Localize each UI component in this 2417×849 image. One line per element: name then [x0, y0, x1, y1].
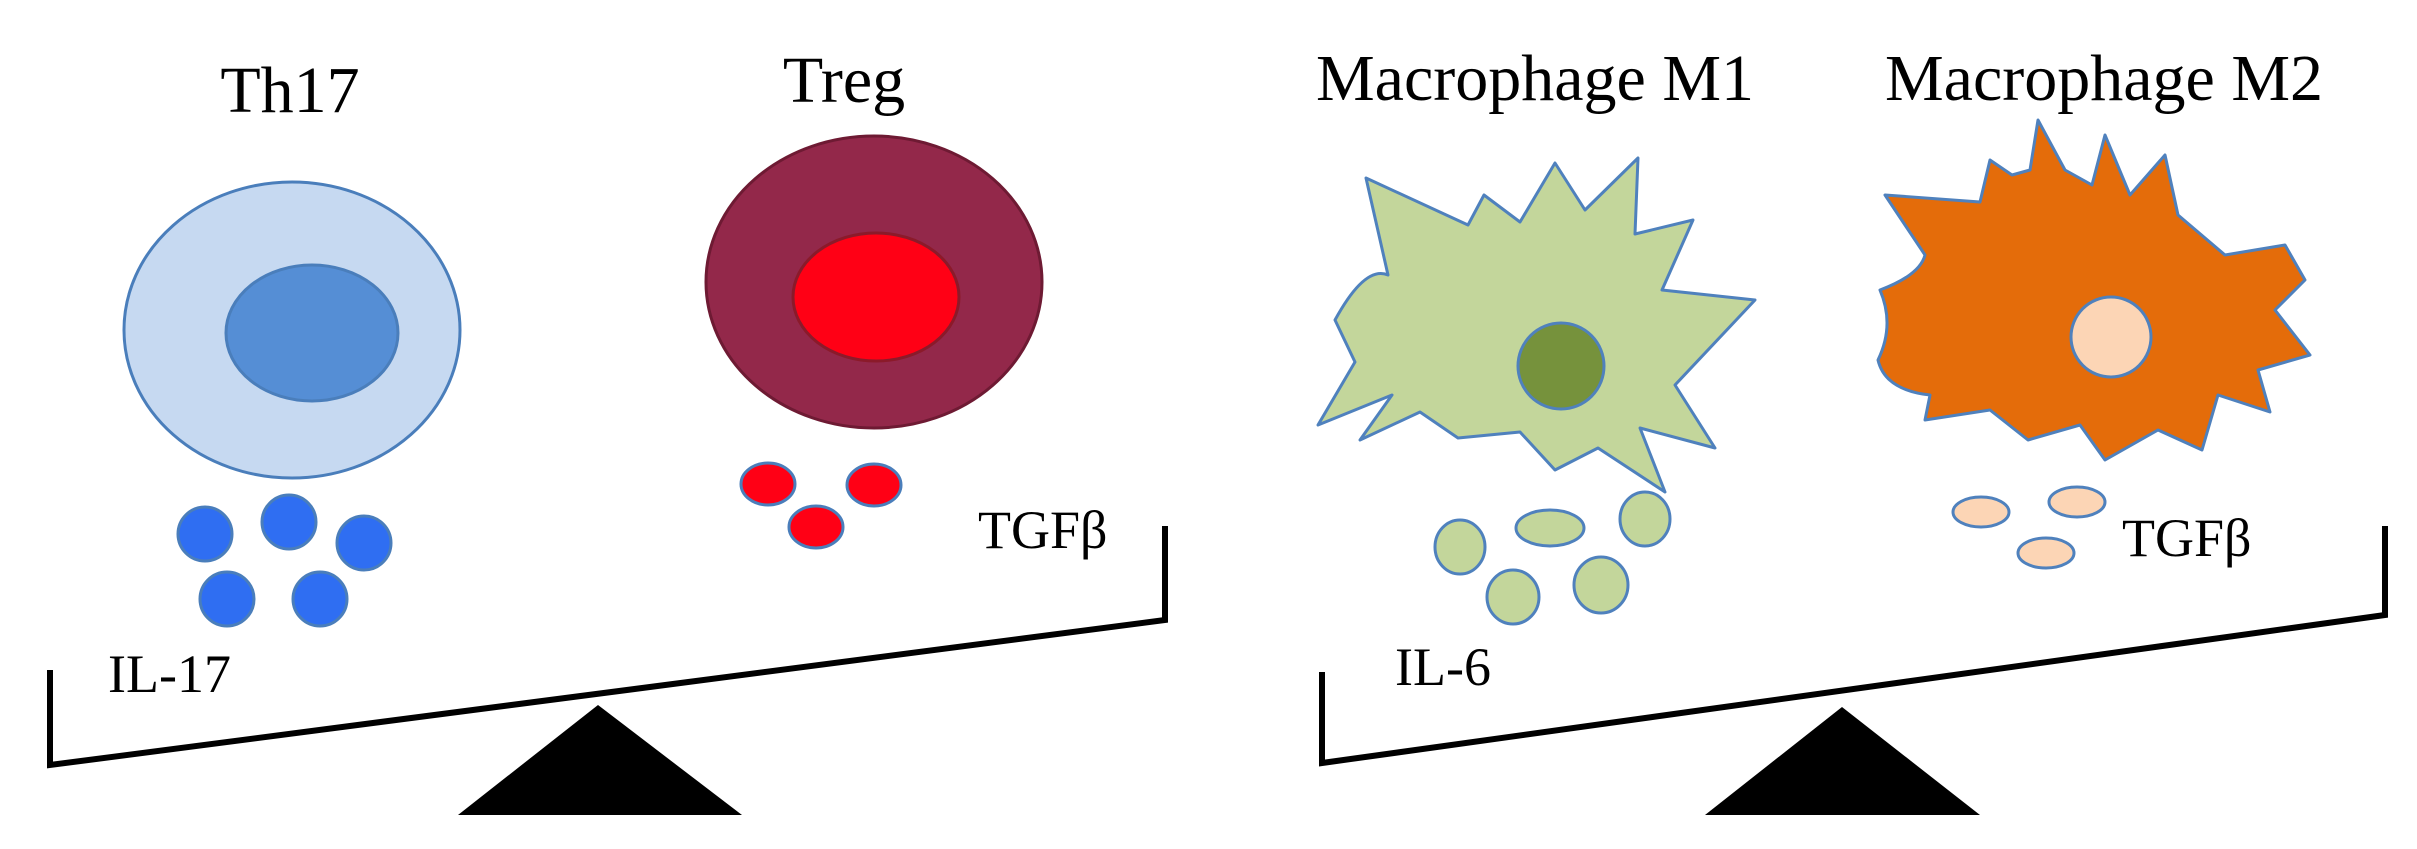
- tgfb-dot: [1951, 495, 2011, 529]
- m1-cell-body: [1316, 156, 1757, 494]
- tgfb-red-dots: [739, 461, 903, 550]
- m2-nucleus: [2069, 295, 2153, 379]
- il17-dot: [291, 570, 349, 628]
- treg-label: Treg: [783, 44, 905, 117]
- m2-tgfb-label: TGFβ: [2122, 508, 2252, 568]
- il17-dot: [335, 514, 393, 572]
- macrophage-m2-cell: [1876, 118, 2312, 462]
- il6-dot: [1572, 555, 1630, 615]
- right-panel: Macrophage M1 IL-6 Macrophage M2 TGFβ: [1316, 42, 2388, 815]
- il17-dots: [176, 493, 393, 628]
- right-scale-beam: [1319, 526, 2388, 767]
- left-scale-beam: [47, 526, 1168, 769]
- il6-dot: [1485, 568, 1541, 626]
- tgfb-dot: [2047, 485, 2107, 519]
- treg-cell: [704, 134, 1044, 430]
- th17-cell: [122, 180, 462, 480]
- il17-dot: [176, 505, 234, 563]
- right-fulcrum-icon: [1705, 707, 1980, 815]
- il6-dots: [1433, 490, 1672, 626]
- il6-dot: [1618, 490, 1672, 548]
- il6-dot: [1514, 508, 1586, 548]
- th17-nucleus: [224, 263, 400, 403]
- tgfb-peach-dots: [1951, 485, 2107, 570]
- tgfb-dot: [787, 504, 845, 550]
- il17-label: IL-17: [108, 644, 231, 704]
- left-fulcrum-icon: [458, 705, 742, 815]
- m2-label: Macrophage M2: [1885, 42, 2323, 115]
- tgfb-dot: [2016, 536, 2076, 570]
- treg-tgfb-label: TGFβ: [978, 500, 1108, 560]
- il6-label: IL-6: [1395, 637, 1491, 697]
- th17-label: Th17: [220, 54, 359, 127]
- m1-nucleus: [1516, 321, 1606, 411]
- tgfb-dot: [845, 462, 903, 508]
- il6-dot: [1433, 518, 1487, 576]
- tgfb-dot: [739, 461, 797, 507]
- left-panel: Th17 IL-17 Treg TGFβ: [47, 44, 1168, 815]
- m1-label: Macrophage M1: [1316, 42, 1754, 115]
- m2-cell-body: [1876, 118, 2312, 462]
- il17-dot: [260, 493, 318, 551]
- treg-nucleus: [791, 231, 961, 363]
- il17-dot: [198, 570, 256, 628]
- macrophage-m1-cell: [1316, 156, 1757, 494]
